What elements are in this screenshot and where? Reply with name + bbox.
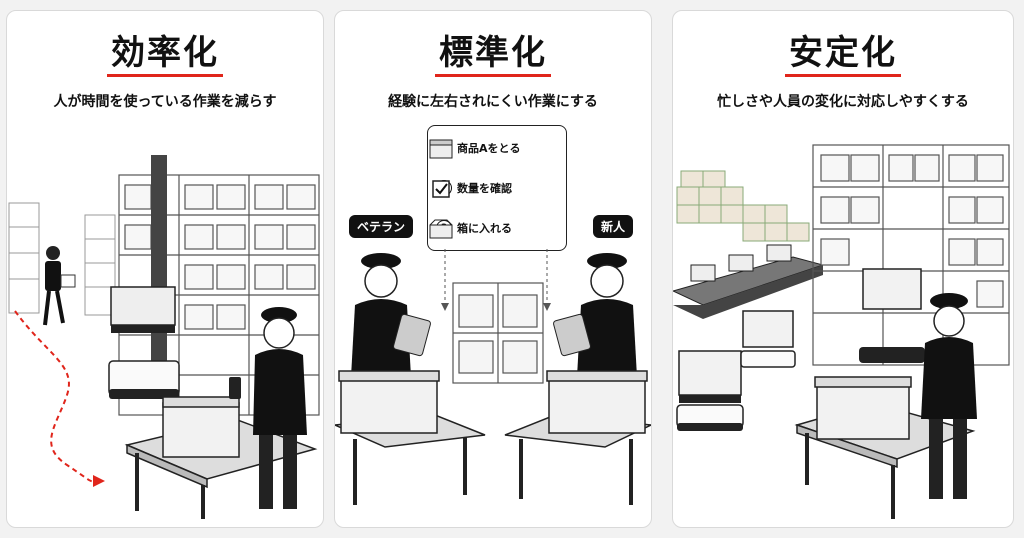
box-icon bbox=[429, 139, 453, 159]
work-table-left-icon bbox=[335, 370, 486, 505]
panel-standardization: 標準化 経験に左右されにくい作業にする 1 商品Aをとる 2 数量を確認 3 箱… bbox=[334, 10, 652, 528]
walking-worker-icon bbox=[43, 246, 76, 326]
title-underline bbox=[435, 74, 551, 77]
panel-stabilization: 安定化 忙しさや人員の変化に対応しやすくする bbox=[672, 10, 1014, 528]
warehouse-robot-illustration bbox=[8, 155, 320, 519]
step-label: 数量を確認 bbox=[457, 182, 512, 195]
stable-operation-illustration bbox=[673, 144, 1010, 519]
step-label: 商品Aをとる bbox=[457, 142, 521, 155]
mobile-robot-icon bbox=[676, 268, 925, 431]
panel-efficiency: 効率化 人が時間を使っている作業を減らす bbox=[6, 10, 324, 528]
conveyor-icon bbox=[673, 244, 825, 319]
work-steps-card: 1 商品Aをとる 2 数量を確認 3 箱に入れる bbox=[427, 125, 567, 251]
newcomer-worker-icon bbox=[553, 253, 637, 377]
title-underline bbox=[785, 74, 901, 77]
panel-subtitle: 忙しさや人員の変化に対応しやすくする bbox=[717, 94, 969, 110]
checkbox-icon bbox=[432, 180, 450, 198]
worker-icon bbox=[921, 293, 977, 499]
work-table-right-icon bbox=[504, 370, 651, 505]
worker-with-scanner-icon bbox=[229, 307, 307, 509]
open-box-icon bbox=[429, 219, 453, 239]
step-label: 箱に入れる bbox=[457, 222, 512, 235]
panel-title: 効率化 bbox=[111, 33, 219, 73]
veteran-worker-icon bbox=[351, 253, 431, 377]
panel-title: 安定化 bbox=[789, 33, 897, 73]
panel-title: 標準化 bbox=[439, 33, 547, 73]
panel-subtitle: 経験に左右されにくい作業にする bbox=[388, 94, 598, 110]
mobile-robot-icon bbox=[108, 155, 180, 399]
panel-subtitle: 人が時間を使っている作業を減らす bbox=[53, 94, 277, 110]
tag-veteran: ベテラン bbox=[349, 215, 414, 238]
tag-newcomer: 新人 bbox=[593, 215, 634, 238]
title-underline bbox=[107, 74, 223, 77]
standardization-illustration bbox=[335, 249, 651, 505]
